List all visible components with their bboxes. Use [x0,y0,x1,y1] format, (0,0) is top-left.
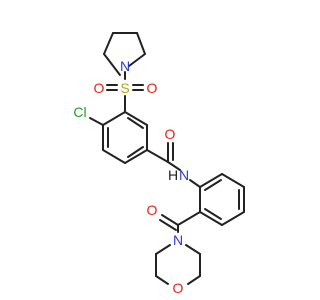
bond [103,53,121,76]
bond [221,173,245,188]
atom-label-cl: Cl [73,104,86,120]
atom-labels: N S O O Cl O N H O N O [73,58,189,296]
atom-label-o: O [94,80,105,96]
bond [189,179,201,188]
bond [177,211,201,226]
bond [167,161,181,171]
bond [102,149,126,164]
bond [127,146,144,158]
atom-label-h: H [168,167,178,183]
bond [102,111,126,126]
atom-label-o: O [173,280,184,296]
atom-label-o: O [147,202,158,218]
bond [89,117,104,126]
bond [127,117,144,129]
bond [185,244,201,255]
bond [146,149,169,163]
bond [187,275,201,285]
atom-label-n: N [179,167,189,183]
bond [221,211,245,226]
atom-label-o: O [147,80,158,96]
bond [199,173,223,188]
bond [124,149,148,164]
bond [136,32,146,55]
bond [155,244,171,255]
bond [161,214,179,226]
bonds [89,32,245,285]
bond [124,111,148,126]
bond [199,211,223,226]
bond [103,32,114,55]
atom-label-n: N [120,58,130,74]
bond [155,275,169,285]
bond [128,53,146,67]
molecule-diagram: N S O O Cl O N H O N O [73,32,245,296]
bond [159,219,177,231]
atom-label-o: O [165,126,176,142]
atom-label-s: S [120,80,129,96]
structure-canvas: N S O O Cl O N H O N O [73,32,245,296]
atom-label-n: N [173,232,183,248]
bond [204,179,222,191]
bond [204,208,222,220]
